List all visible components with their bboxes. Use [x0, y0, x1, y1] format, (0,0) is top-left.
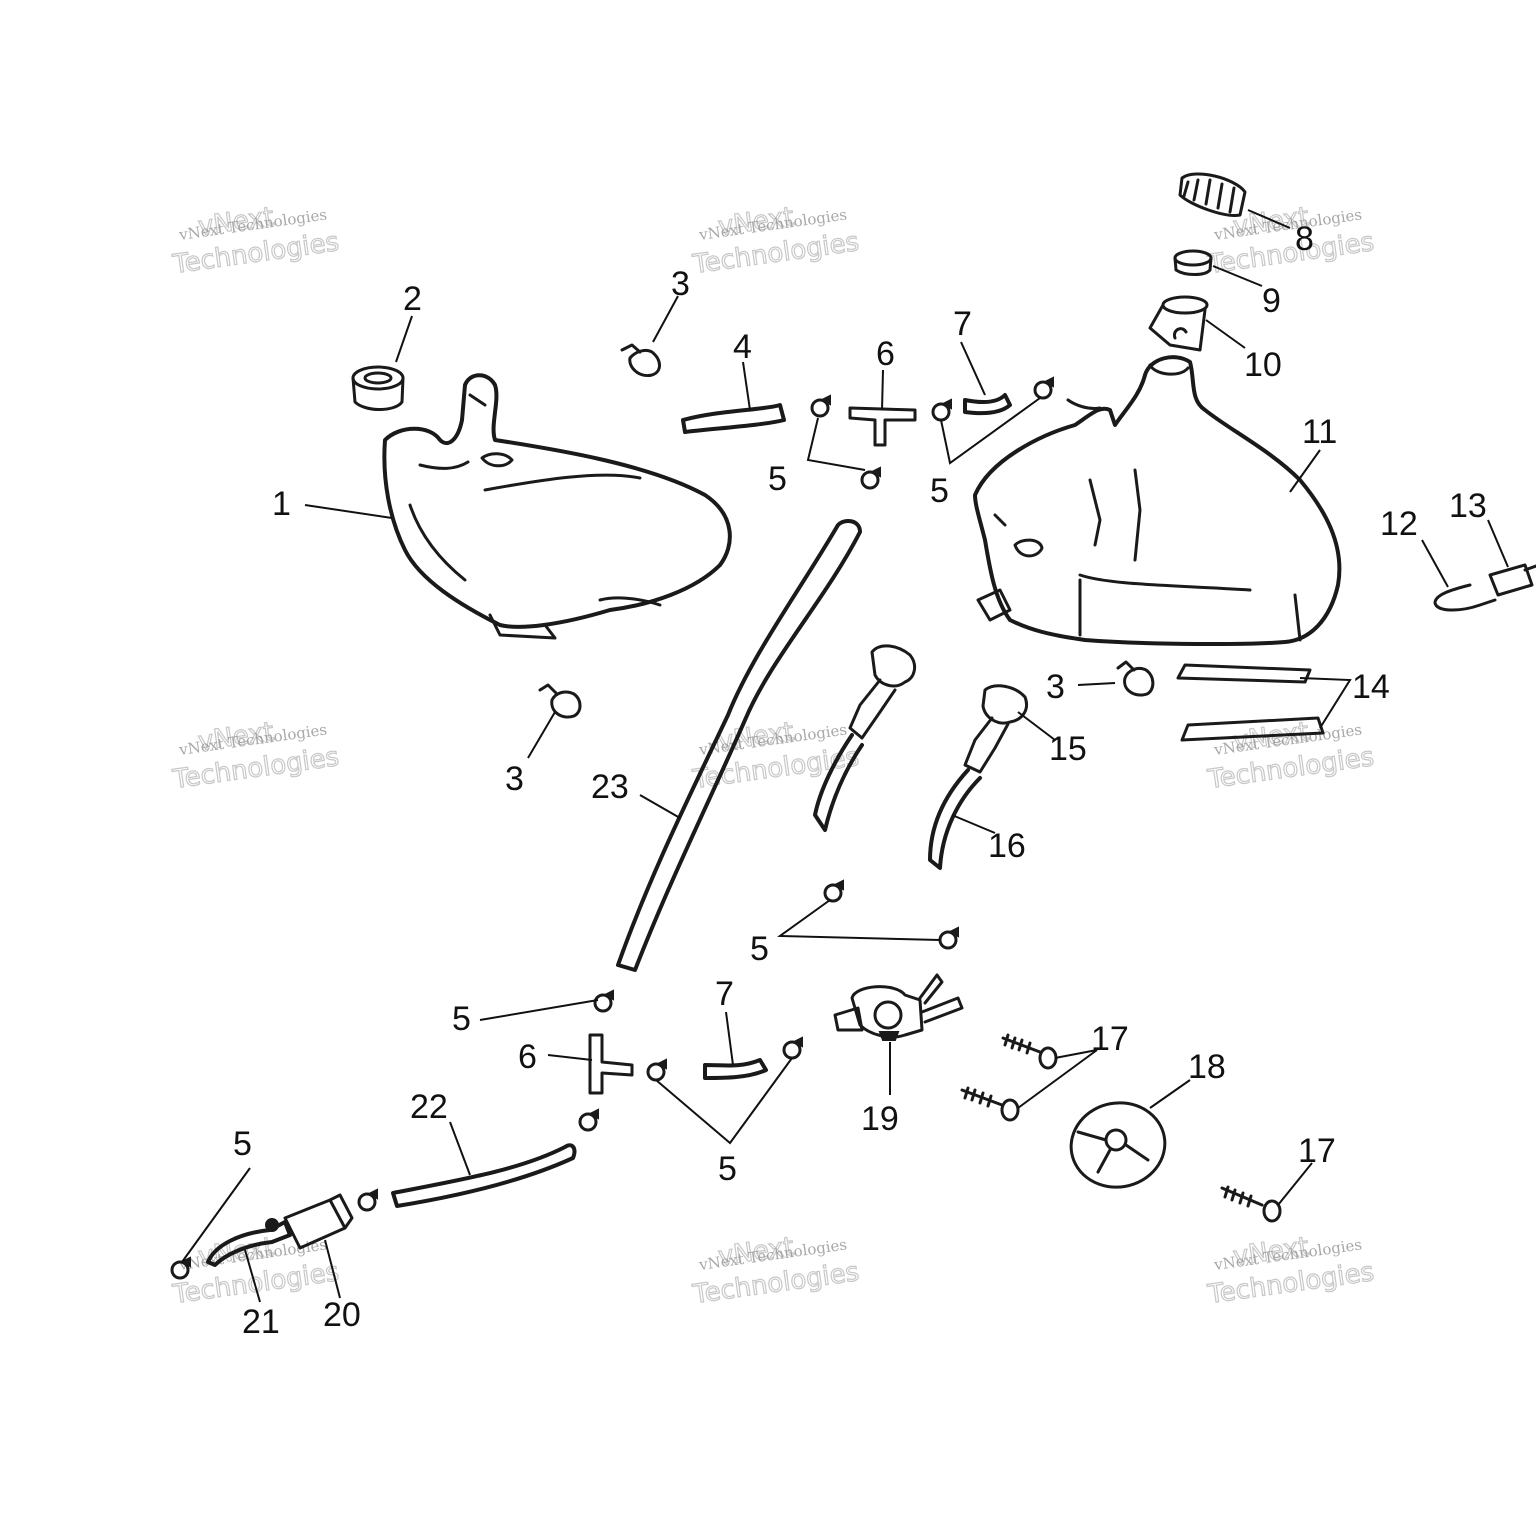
callout-12: 12: [1380, 505, 1418, 543]
callout-13: 13: [1449, 487, 1487, 525]
part-5-clamp: [782, 1036, 803, 1060]
part-5-clamp: [823, 879, 844, 903]
part-17-screw-right: [1220, 1185, 1282, 1223]
part-5-clamp: [357, 1188, 378, 1212]
part-6-t-connector-bottom: [588, 1033, 634, 1095]
callout-7-bottom: 7: [715, 975, 734, 1013]
callout-2: 2: [403, 280, 422, 318]
part-22-hose: [391, 1143, 577, 1208]
callout-17-right: 17: [1298, 1132, 1336, 1170]
callout-17-middle: 17: [1091, 1020, 1129, 1058]
part-14-pad-lower: [1180, 716, 1325, 742]
part-8-fuel-cap: [1178, 172, 1247, 217]
callout-7-top: 7: [953, 305, 972, 343]
part-4-hose: [681, 403, 786, 434]
part-20-inline-filter: [283, 1193, 354, 1250]
part-3-bolt-top: [620, 343, 661, 378]
callout-23: 23: [591, 768, 629, 806]
part-2-grommet: [351, 365, 405, 411]
callout-6-top: 6: [876, 335, 895, 373]
callout-18: 18: [1188, 1048, 1226, 1086]
part-5-clamp: [578, 1108, 599, 1132]
part-18-cover-plate: [1069, 1101, 1167, 1189]
part-17-screw-lower: [960, 1086, 1020, 1122]
part-11-right-fuel-tank: [973, 355, 1342, 647]
part-3-bolt-left: [538, 683, 582, 719]
part-19-fuel-valve: [833, 973, 964, 1041]
part-5-clamp: [931, 398, 952, 422]
callout-5-bottom-left: 5: [233, 1125, 252, 1163]
part-7-elbow-hose-top: [963, 393, 1012, 416]
callout-5-middle: 5: [750, 930, 769, 968]
part-5-clamp: [860, 466, 881, 490]
part-5-clamp: [170, 1256, 191, 1280]
part-9-cap-seal: [1173, 249, 1213, 276]
leader-lines: [181, 209, 1509, 1303]
part-5-clamp: [1033, 376, 1054, 400]
callout-11: 11: [1302, 413, 1337, 451]
callout-5-top-left: 5: [768, 460, 787, 498]
watermark-bottom-right: vNext vNext Technologies Technologies: [1205, 1231, 1377, 1310]
callout-5-top-right: 5: [930, 472, 949, 510]
part-3-bolt-right: [1116, 660, 1155, 697]
part-7-elbow-hose-bottom: [703, 1058, 768, 1080]
watermark-top-right: vNext vNext Technologies Technologies: [1205, 201, 1377, 280]
part-23-long-hose: [616, 518, 862, 972]
part-15-filter-left: [813, 644, 917, 832]
callout-10: 10: [1244, 346, 1282, 384]
part-10-filler-neck: [1148, 295, 1209, 352]
callout-6-bottom: 6: [518, 1038, 537, 1076]
part-5-clamp: [593, 989, 614, 1013]
callout-3-right: 3: [1046, 668, 1065, 706]
part-17-screw-upper: [1001, 1033, 1058, 1070]
part-5-clamp: [938, 926, 959, 950]
watermark-bottom-center: vNext vNext Technologies Technologies: [690, 1231, 862, 1310]
part-12-hook-clip: [1433, 583, 1497, 612]
part-5-clamp: [810, 394, 831, 418]
callout-15: 15: [1049, 730, 1087, 768]
callout-21: 21: [242, 1303, 280, 1341]
watermark-mid-left: vNext vNext Technologies Technologies: [170, 716, 342, 795]
callout-8: 8: [1295, 220, 1314, 258]
part-13-connector: [1488, 563, 1536, 597]
callout-9: 9: [1262, 282, 1281, 320]
watermark-bottom-left: vNext vNext Technologies Technologies: [170, 1231, 342, 1310]
callout-5-lower-center: 5: [718, 1150, 737, 1188]
watermark-top-center: vNext vNext Technologies Technologies: [690, 201, 862, 280]
part-1-left-fuel-tank: [382, 373, 732, 640]
callout-14: 14: [1352, 668, 1390, 706]
callout-1: 1: [272, 485, 291, 523]
callout-4: 4: [733, 328, 752, 366]
part-6-t-connector-top: [848, 406, 917, 447]
part-21-small-hose: [206, 1220, 292, 1267]
part-5-clamp: [646, 1058, 667, 1082]
callout-19: 19: [861, 1100, 899, 1138]
part-14-pad-upper: [1176, 663, 1312, 684]
callout-3-top: 3: [671, 265, 690, 303]
callout-20: 20: [323, 1296, 361, 1334]
callout-16: 16: [988, 827, 1026, 865]
callout-3-left: 3: [505, 760, 524, 798]
callout-22: 22: [410, 1088, 448, 1126]
callout-5-lower-left: 5: [452, 1000, 471, 1038]
watermark-top-left: vNext vNext Technologies Technologies: [170, 201, 342, 280]
